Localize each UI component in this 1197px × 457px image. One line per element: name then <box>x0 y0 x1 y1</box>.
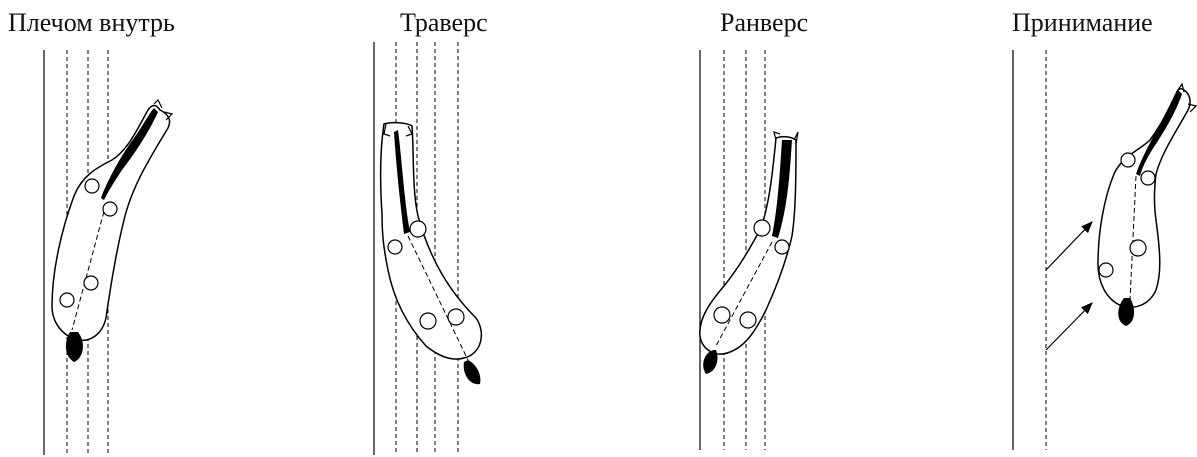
direction-arrows <box>1046 222 1092 350</box>
half-pass-diagram <box>900 0 1197 457</box>
panel-shoulder-in: Плечом внутрь <box>0 0 300 457</box>
shoulder-in-diagram <box>0 0 300 457</box>
renvers-diagram <box>600 0 900 457</box>
horse-figure <box>1098 84 1196 326</box>
horse-figure <box>52 100 172 362</box>
panel-travers: Траверс <box>300 0 600 457</box>
panel-half-pass: Принимание <box>900 0 1197 457</box>
track-lines <box>1013 50 1046 450</box>
panel-renvers: Ранверс <box>600 0 900 457</box>
travers-diagram <box>300 0 600 457</box>
